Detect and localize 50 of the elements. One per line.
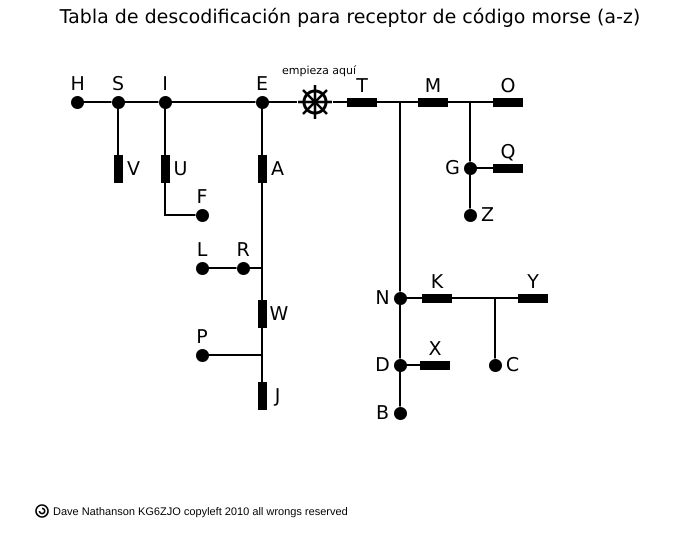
letter-label: S	[112, 74, 124, 94]
connector-line	[172, 101, 256, 103]
connector-line	[476, 167, 493, 169]
letter-label: F	[196, 186, 208, 206]
letter-label: Q	[500, 142, 516, 162]
letter-label: J	[272, 384, 282, 409]
letter-label: I	[161, 74, 169, 94]
letter-label: N	[374, 292, 390, 304]
letter-label: Z	[480, 208, 496, 222]
credit-text: Dave Nathanson KG6ZJO copyleft 2010 all wrongs reserved	[53, 505, 348, 519]
letter-label: L	[196, 240, 208, 260]
letter-label: P	[196, 326, 208, 346]
connector-line	[333, 101, 347, 103]
letter-label: R	[236, 240, 250, 260]
letter-label: W	[270, 302, 286, 327]
connector-line	[268, 101, 297, 103]
connector-line	[399, 304, 401, 358]
letter-label: V	[126, 157, 141, 182]
connector-line	[124, 101, 158, 103]
letter-label: T	[356, 76, 369, 96]
letter-label: E	[256, 74, 268, 94]
connector-line	[406, 297, 422, 299]
ship-wheel-icon	[297, 84, 333, 120]
connector-line	[164, 108, 166, 155]
letter-label: G	[444, 162, 460, 174]
letter-label: A	[270, 157, 285, 182]
letter-label: C	[504, 358, 520, 372]
connector-line	[84, 101, 112, 103]
letter-label: H	[70, 74, 84, 94]
letter-label: M	[424, 76, 442, 96]
letter-label: B	[374, 406, 390, 420]
title: Tabla de descodificación para receptor de código morse (a-z)	[58, 6, 642, 28]
letter-label: K	[430, 272, 444, 292]
connector-line	[399, 372, 401, 406]
letter-label: D	[374, 358, 390, 372]
letter-label: Y	[526, 272, 540, 292]
connector-line	[406, 364, 420, 366]
connector-line	[261, 108, 263, 155]
connector-line	[208, 267, 236, 269]
connector-line	[452, 297, 496, 358]
letter-label: X	[427, 338, 443, 358]
connector-line	[469, 174, 471, 208]
letter-label: O	[500, 76, 516, 96]
letter-label: U	[172, 157, 188, 182]
connector-line	[164, 183, 196, 216]
connector-line	[117, 108, 119, 155]
connector-line	[448, 101, 471, 162]
start-note: empieza aquí	[282, 64, 356, 77]
connector-line	[261, 328, 263, 382]
connector-line	[377, 101, 401, 292]
